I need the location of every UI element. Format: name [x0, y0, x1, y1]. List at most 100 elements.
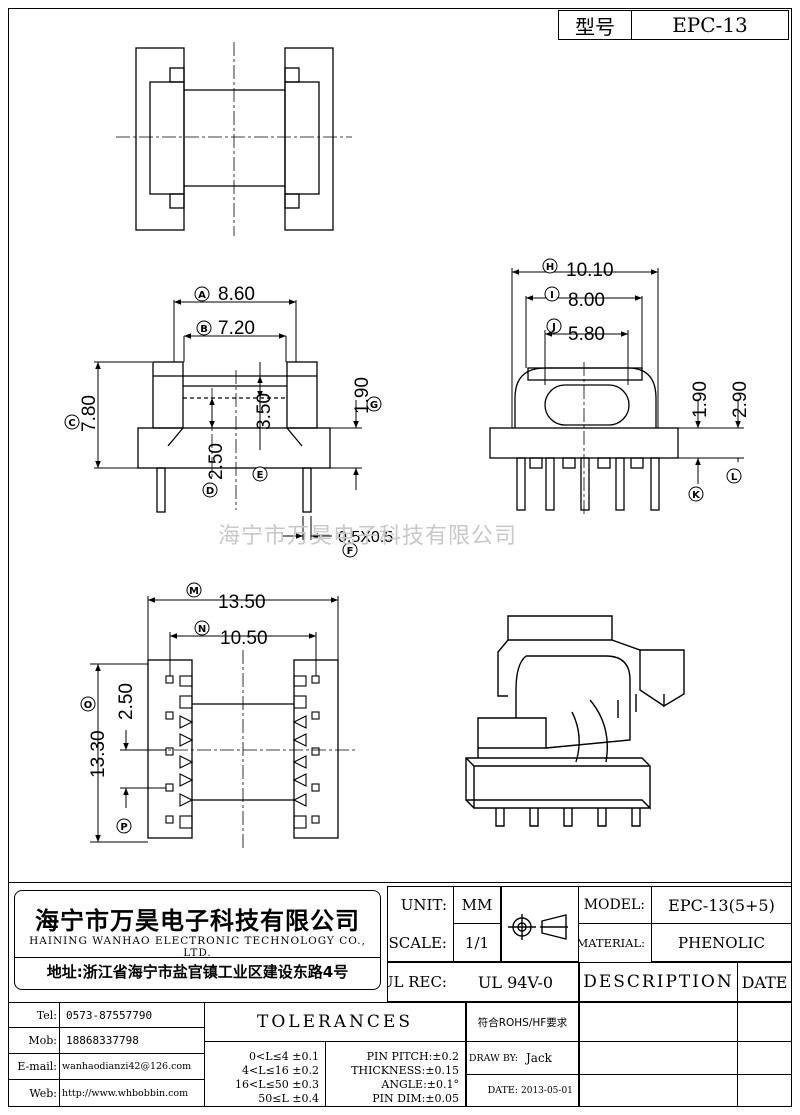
marker-f: F — [342, 542, 358, 558]
svg-text:E: E — [257, 470, 264, 481]
svg-text:J: J — [551, 322, 556, 333]
date-field-value: 2013-05-01 — [520, 1074, 579, 1107]
marker-p: P — [116, 818, 132, 834]
svg-text:G: G — [370, 400, 378, 411]
marker-e: E — [252, 466, 268, 482]
projection-symbol-icon — [508, 914, 568, 940]
isometric-view — [465, 615, 685, 827]
marker-c: C — [64, 414, 80, 430]
tolerance-spec-1: PIN PITCH:±0.2 — [366, 1050, 459, 1063]
tolerance-range-4: 50≤L ±0.4 — [258, 1092, 319, 1105]
header-model-label: 型号 — [558, 10, 632, 40]
tolerance-spec-3: ANGLE:±0.1° — [381, 1078, 459, 1091]
marker-k: K — [688, 486, 704, 502]
ul-rec-value: UL 94V-0 — [453, 962, 579, 1002]
svg-text:P: P — [120, 822, 127, 833]
date-field-label: DATE: — [466, 1074, 520, 1107]
web-label: Web: — [8, 1079, 60, 1107]
marker-g: G — [366, 396, 382, 412]
watermark: 海宁市万昊电子科技有限公司 — [218, 524, 518, 549]
svg-text:K: K — [692, 490, 701, 501]
tolerance-spec-4: PIN DIM:±0.05 — [372, 1092, 459, 1105]
title-block-top-rule — [8, 882, 792, 883]
draw-by-value: Jack — [520, 1041, 579, 1075]
front-view — [137, 361, 331, 513]
svg-text:I: I — [550, 290, 554, 301]
model-label: MODEL: — [579, 886, 651, 924]
unit-label: UNIT: — [400, 896, 447, 914]
tolerance-range-1: 0<L≤4 ±0.1 — [249, 1050, 319, 1063]
tolerance-spec-2: THICKNESS:±0.15 — [351, 1064, 459, 1077]
unit-scale-box — [387, 886, 501, 962]
material-value: PHENOLIC — [651, 924, 792, 962]
ul-rec-label: UL REC: — [387, 962, 453, 1002]
marker-h: H — [542, 258, 558, 274]
dim-b-value: 7.20 — [218, 318, 255, 339]
dim-m-value: 13.50 — [218, 592, 266, 613]
svg-text:N: N — [198, 624, 206, 635]
tolerance-range-3: 16<L≤50 ±0.3 — [235, 1078, 319, 1091]
technical-drawing: 8.60 7.20 7.80 2.50 3.50 1.90 0.5X0.5 10… — [64, 42, 751, 848]
dim-f-value: 0.5X0.5 — [338, 529, 393, 546]
description-row-1 — [579, 1002, 738, 1042]
marker-d: D — [202, 482, 218, 498]
web-value: http://www.whbobbin.com — [59, 1079, 205, 1107]
dim-a-value: 8.60 — [218, 284, 255, 305]
model-value: EPC-13(5+5) — [651, 886, 792, 924]
material-label: MATERIAL: — [579, 936, 645, 950]
mob-label: Mob: — [8, 1027, 60, 1054]
header-model-value: EPC-13 — [631, 10, 789, 40]
dim-e-value: 3.50 — [254, 393, 275, 430]
dim-k-value: 1.90 — [690, 381, 711, 418]
marker-a: A — [194, 286, 210, 302]
description-row-3 — [579, 1074, 738, 1107]
tolerance-range-2: 4<L≤16 ±0.2 — [242, 1064, 319, 1077]
svg-text:D: D — [206, 486, 214, 497]
bottom-view — [128, 650, 356, 848]
dim-n-value: 10.50 — [220, 628, 268, 649]
mob-value: 18868337798 — [59, 1027, 205, 1054]
description-row-2 — [579, 1041, 738, 1075]
tolerance-ranges: 0<L≤4 ±0.1 4<L≤16 ±0.2 16<L≤50 ±0.3 50≤L… — [204, 1041, 326, 1107]
marker-j: J — [546, 318, 562, 334]
projection-symbol-box — [501, 886, 579, 962]
tolerances-title: TOLERANCES — [204, 1002, 466, 1042]
marker-l: L — [726, 468, 742, 484]
date-header: DATE — [737, 962, 792, 1002]
side-view — [489, 362, 679, 515]
company-box: 海宁市万昊电子科技有限公司 HAINING WANHAO ELECTRONIC … — [14, 890, 381, 990]
dim-c-value: 7.80 — [79, 395, 100, 432]
svg-text:B: B — [200, 324, 208, 335]
dim-d-value: 2.50 — [206, 443, 227, 480]
description-header: DESCRIPTION — [579, 962, 738, 1002]
marker-m: M — [186, 582, 202, 598]
svg-text:H: H — [546, 262, 554, 273]
email-value: wanhaodianzi42@126.com — [59, 1053, 205, 1080]
email-label: E-mail: — [8, 1053, 60, 1080]
tel-label: Tel: — [8, 1002, 60, 1028]
svg-text:L: L — [731, 472, 738, 483]
company-address: 地址:浙江省海宁市盐官镇工业区建设东路4号 — [15, 957, 380, 982]
date-row-1 — [737, 1002, 792, 1042]
svg-text:F: F — [347, 546, 354, 557]
dim-p-value: 2.50 — [116, 683, 137, 720]
date-row-3 — [737, 1074, 792, 1107]
draw-by-label: DRAW BY: — [466, 1041, 520, 1075]
marker-b: B — [196, 320, 212, 336]
tel-value: 0573-87557790 — [59, 1002, 205, 1028]
scale-label: SCALE: — [388, 934, 447, 952]
svg-text:C: C — [68, 418, 75, 429]
dim-j-value: 5.80 — [568, 324, 605, 345]
marker-o: O — [80, 696, 96, 712]
dim-o-value: 13.30 — [88, 730, 109, 778]
tolerance-specs: PIN PITCH:±0.2 THICKNESS:±0.15 ANGLE:±0.… — [325, 1041, 466, 1107]
date-row-2 — [737, 1041, 792, 1075]
dim-h-value: 10.10 — [566, 260, 614, 281]
svg-text:O: O — [84, 700, 93, 711]
svg-text:A: A — [198, 290, 206, 301]
dim-l-value: 2.90 — [730, 381, 751, 418]
dim-i-value: 8.00 — [568, 290, 605, 311]
svg-text:M: M — [189, 586, 199, 597]
company-name-en: HAINING WANHAO ELECTRONIC TECHNOLOGY CO.… — [29, 935, 366, 959]
top-view — [116, 42, 352, 236]
